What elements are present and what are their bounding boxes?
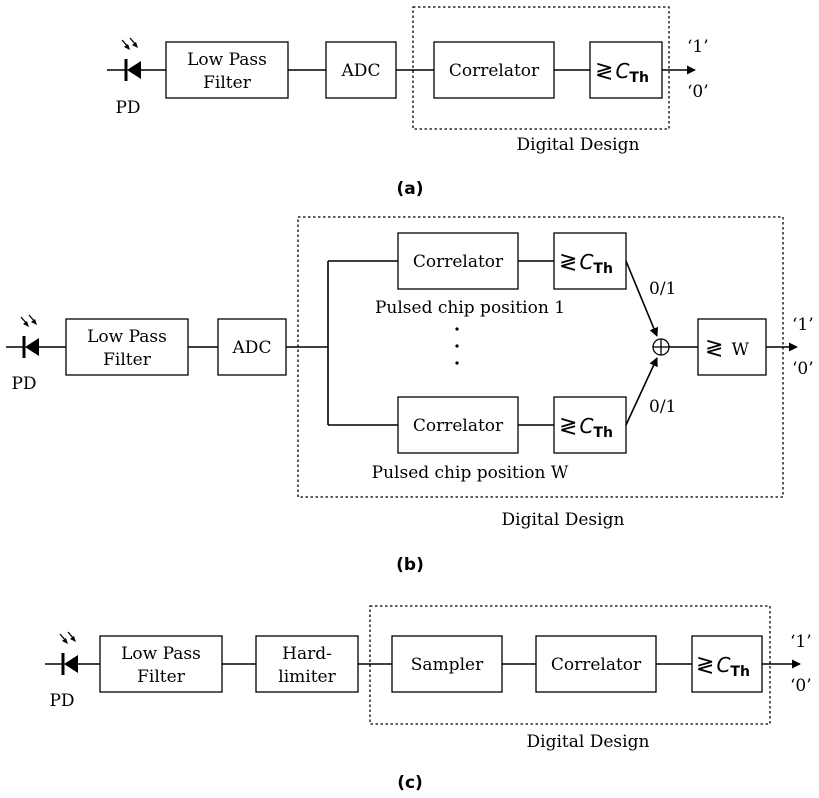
digital-design-label: Digital Design bbox=[517, 135, 640, 155]
caption-c: (c) bbox=[397, 773, 423, 793]
sampler-label: Sampler bbox=[411, 655, 484, 675]
caption-b: (b) bbox=[396, 555, 424, 575]
adc-box bbox=[217, 318, 287, 376]
diagram-a: PD Low Pass Filter ADC Correlator ≷CTh ‘… bbox=[107, 6, 709, 155]
low-pass-filter-box bbox=[165, 41, 289, 99]
output-one-label: ‘1’ bbox=[790, 632, 812, 652]
low-pass-filter-label-line2: Filter bbox=[103, 350, 152, 370]
low-pass-filter-label-line1: Low Pass bbox=[187, 50, 267, 70]
photodiode-icon bbox=[6, 314, 66, 358]
photodiode-icon bbox=[45, 631, 100, 675]
caption-a: (a) bbox=[396, 179, 423, 199]
output-one-label: ‘1’ bbox=[792, 315, 814, 335]
pulsed-chip-position-1-label: Pulsed chip position 1 bbox=[375, 298, 565, 318]
pulsed-chip-position-w-label: Pulsed chip position W bbox=[372, 463, 569, 483]
sampler-box bbox=[391, 635, 503, 693]
branch-output-top-label: 0/1 bbox=[649, 279, 676, 299]
pd-label: PD bbox=[115, 98, 140, 118]
low-pass-filter-label-line2: Filter bbox=[203, 73, 252, 93]
threshold-comparator-box-bottom bbox=[553, 396, 627, 454]
threshold-comparator-label: ≷CTh bbox=[595, 59, 649, 86]
threshold-comparator-label: ≷CTh bbox=[559, 414, 613, 441]
digital-design-region bbox=[369, 605, 771, 725]
threshold-comparator-box bbox=[589, 41, 663, 99]
threshold-comparator-label: ≷CTh bbox=[559, 250, 613, 277]
correlator-box-top bbox=[397, 232, 519, 290]
digital-design-region bbox=[297, 216, 784, 498]
correlator-label: Correlator bbox=[413, 252, 504, 272]
diagram-c: PD Low Pass Filter Hard- limiter Sampler… bbox=[45, 605, 812, 752]
digital-design-label: Digital Design bbox=[502, 510, 625, 530]
weight-comparator-box bbox=[697, 318, 767, 376]
low-pass-filter-label-line1: Low Pass bbox=[87, 327, 167, 347]
low-pass-filter-label-line1: Low Pass bbox=[121, 644, 201, 664]
digital-design-region bbox=[412, 6, 670, 130]
adc-label: ADC bbox=[232, 338, 272, 358]
correlator-label: Correlator bbox=[413, 416, 504, 436]
threshold-comparator-label: ≷CTh bbox=[696, 653, 750, 680]
weight-comparator-label: ≷W bbox=[705, 336, 749, 361]
output-zero-label: ‘0’ bbox=[792, 359, 814, 379]
correlator-label: Correlator bbox=[449, 61, 540, 81]
hard-limiter-label-line1: Hard- bbox=[282, 644, 332, 664]
output-zero-label: ‘0’ bbox=[687, 82, 709, 102]
threshold-comparator-box bbox=[691, 635, 763, 693]
hard-limiter-box bbox=[255, 635, 359, 693]
pd-label: PD bbox=[11, 374, 36, 394]
correlator-box-bottom bbox=[397, 396, 519, 454]
output-one-label: ‘1’ bbox=[687, 37, 709, 57]
hard-limiter-label-line2: limiter bbox=[278, 667, 336, 687]
branch-output-bottom-label: 0/1 bbox=[649, 397, 676, 417]
output-zero-label: ‘0’ bbox=[790, 676, 812, 696]
diagram-b: PD Low Pass Filter ADC Correlator ≷CTh P… bbox=[6, 216, 814, 530]
photodiode-icon bbox=[107, 37, 166, 81]
digital-design-label: Digital Design bbox=[527, 732, 650, 752]
correlator-label: Correlator bbox=[551, 655, 642, 675]
low-pass-filter-label-line2: Filter bbox=[137, 667, 186, 687]
low-pass-filter-box bbox=[99, 635, 223, 693]
threshold-comparator-box-top bbox=[553, 232, 627, 290]
adc-label: ADC bbox=[341, 61, 381, 81]
pd-label: PD bbox=[49, 691, 74, 711]
summer-icon bbox=[652, 338, 670, 356]
ellipsis-dots bbox=[455, 327, 459, 365]
